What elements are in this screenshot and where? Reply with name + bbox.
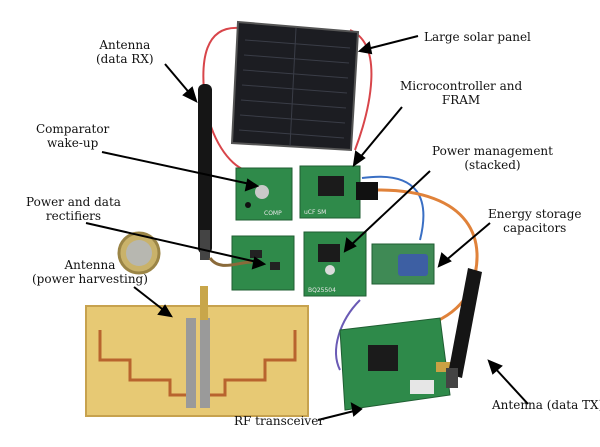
cable-purple (335, 299, 361, 371)
comp-board-mark: COMP (264, 210, 282, 217)
arrow-antenna-tx (493, 366, 529, 405)
label-power-management: Power management (stacked) (432, 144, 553, 172)
power-management-board: BQ25504 (303, 231, 367, 297)
cable-blue (361, 175, 425, 241)
label-rectifiers-line1: Power and data (26, 195, 121, 209)
antenna-tx-image (446, 268, 482, 388)
label-comparator-line1: Comparator (36, 122, 110, 136)
arrow-rf-transceiver (317, 410, 355, 421)
arrow-antenna-harvesting (133, 286, 167, 313)
arrow-power-management (349, 170, 431, 247)
label-power-management-line1: Power management (432, 144, 553, 158)
arrow-rectifiers (85, 222, 258, 263)
label-energy-storage: Energy storage capacitors (488, 207, 581, 235)
antenna-rx-image (198, 84, 212, 260)
comparator-board: COMP (235, 167, 293, 221)
mcu-board-mark: uCF SM (304, 209, 326, 216)
microcontroller-board: uCF SM (299, 165, 378, 219)
energy-storage-board (371, 243, 435, 285)
large-solar-panel (230, 20, 360, 152)
label-antenna-rx-line1: Antenna (99, 38, 151, 52)
label-antenna-harvesting: Antenna (power harvesting) (32, 258, 148, 286)
harvesting-antenna-pcb (85, 286, 309, 417)
label-solar-panel: Large solar panel (424, 30, 531, 44)
label-antenna-harvesting-line1: Antenna (64, 258, 116, 272)
arrow-solar-panel (366, 35, 419, 50)
label-microcontroller-line1: Microcontroller and (400, 79, 523, 93)
label-antenna-rx-line2: (data RX) (96, 52, 154, 66)
label-rectifiers: Power and data rectifiers (26, 195, 121, 223)
label-rectifiers-line2: rectifiers (45, 209, 102, 223)
solar-wire-red-2 (349, 29, 373, 151)
arrow-energy-storage (443, 222, 491, 263)
label-microcontroller: Microcontroller and FRAM (400, 79, 522, 107)
label-energy-storage-line1: Energy storage (488, 207, 582, 221)
label-solar-panel-line1: Large solar panel (424, 30, 531, 44)
label-microcontroller-line2: FRAM (441, 93, 481, 107)
label-comparator: Comparator wake-up (36, 122, 109, 150)
coax-cable (208, 256, 253, 267)
label-antenna-tx: Antenna (data TX) (492, 398, 600, 412)
pm-board-mark: BQ25504 (308, 287, 336, 294)
arrow-microcontroller (357, 106, 403, 161)
arrow-comparator (101, 151, 251, 185)
label-rf-transceiver: RF transceiver (234, 414, 324, 428)
label-rf-transceiver-line1: RF transceiver (234, 414, 325, 428)
label-comparator-line2: wake-up (47, 136, 99, 150)
euro-coin (117, 231, 161, 275)
label-antenna-harvesting-line2: (power harvesting) (32, 272, 148, 286)
rf-transceiver-board (339, 317, 454, 411)
label-antenna-rx: Antenna (data RX) (96, 38, 154, 66)
label-antenna-tx-line1: Antenna (data TX) (492, 398, 600, 412)
label-power-management-line2: (stacked) (464, 158, 521, 172)
label-energy-storage-line2: capacitors (503, 221, 567, 235)
